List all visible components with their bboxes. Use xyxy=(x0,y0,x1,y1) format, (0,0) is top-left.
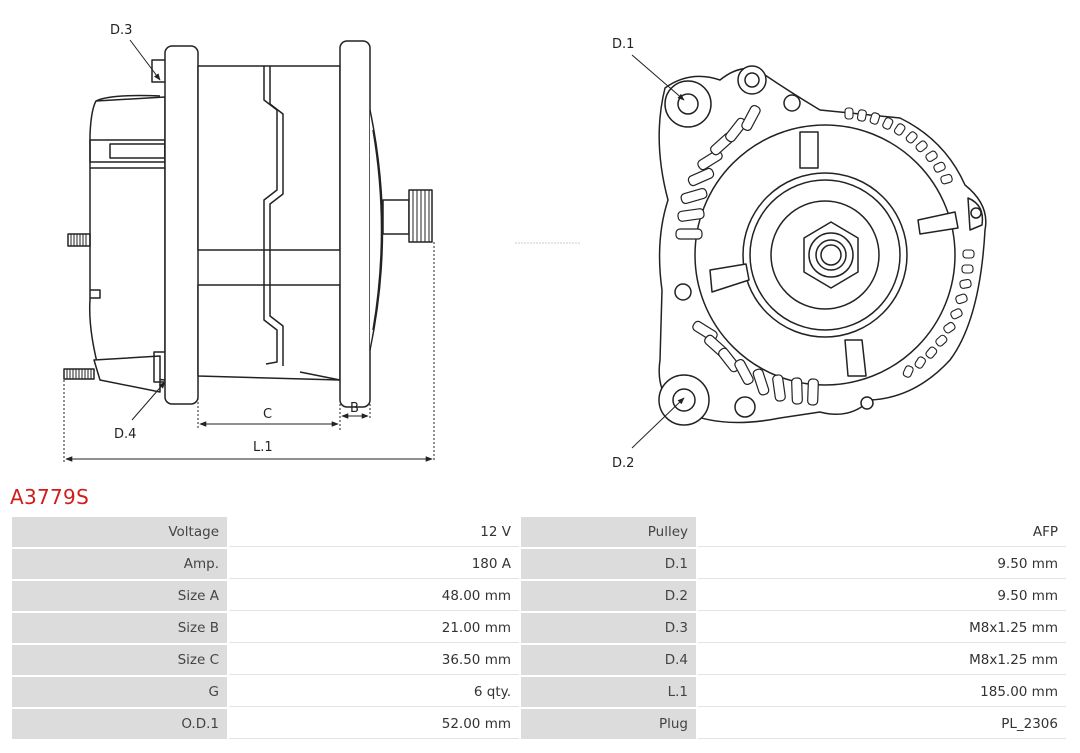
spec-label: G xyxy=(12,677,227,707)
spec-value: 21.00 mm xyxy=(229,613,519,643)
spec-value: 6 qty. xyxy=(229,677,519,707)
spec-label: D.3 xyxy=(521,613,696,643)
spec-value: 9.50 mm xyxy=(698,549,1066,579)
dimension-l1 xyxy=(63,242,435,462)
spec-label: Plug xyxy=(521,709,696,739)
l1-label: L.1 xyxy=(253,440,273,455)
spec-value: 52.00 mm xyxy=(229,709,519,739)
spec-value: 185.00 mm xyxy=(698,677,1066,707)
part-number-title: A3779S xyxy=(10,485,90,509)
b-label: B xyxy=(350,401,359,416)
d2-label: D.2 xyxy=(612,456,634,471)
dimension-c xyxy=(197,378,341,430)
spec-label: Size C xyxy=(12,645,227,675)
spec-label: Voltage xyxy=(12,517,227,547)
d1-label: D.1 xyxy=(612,37,634,52)
spec-label: L.1 xyxy=(521,677,696,707)
spec-label: D.1 xyxy=(521,549,696,579)
outer-vent-slots xyxy=(844,107,975,378)
spec-value: 12 V xyxy=(229,517,519,547)
spec-label: Size A xyxy=(12,581,227,611)
spec-label: D.2 xyxy=(521,581,696,611)
spec-value: M8x1.25 mm xyxy=(698,645,1066,675)
cooling-fins xyxy=(675,104,819,406)
spec-value: M8x1.25 mm xyxy=(698,613,1066,643)
alternator-technical-drawing: D.3 D.4 C B L.1 xyxy=(63,23,987,471)
d3-label: D.3 xyxy=(110,23,132,38)
c-label: C xyxy=(263,407,272,422)
spec-label: O.D.1 xyxy=(12,709,227,739)
spec-label: D.4 xyxy=(521,645,696,675)
spec-label: Amp. xyxy=(12,549,227,579)
d4-label: D.4 xyxy=(114,427,136,442)
alternator-side-view xyxy=(63,40,433,408)
spec-value: 9.50 mm xyxy=(698,581,1066,611)
dimension-b xyxy=(341,392,371,420)
spec-value: 36.50 mm xyxy=(229,645,519,675)
spec-label: Pulley xyxy=(521,517,696,547)
spec-value: 48.00 mm xyxy=(229,581,519,611)
spec-value: AFP xyxy=(698,517,1066,547)
spec-value: PL_2306 xyxy=(698,709,1066,739)
alternator-front-view xyxy=(658,65,987,426)
spec-value: 180 A xyxy=(229,549,519,579)
spec-label: Size B xyxy=(12,613,227,643)
